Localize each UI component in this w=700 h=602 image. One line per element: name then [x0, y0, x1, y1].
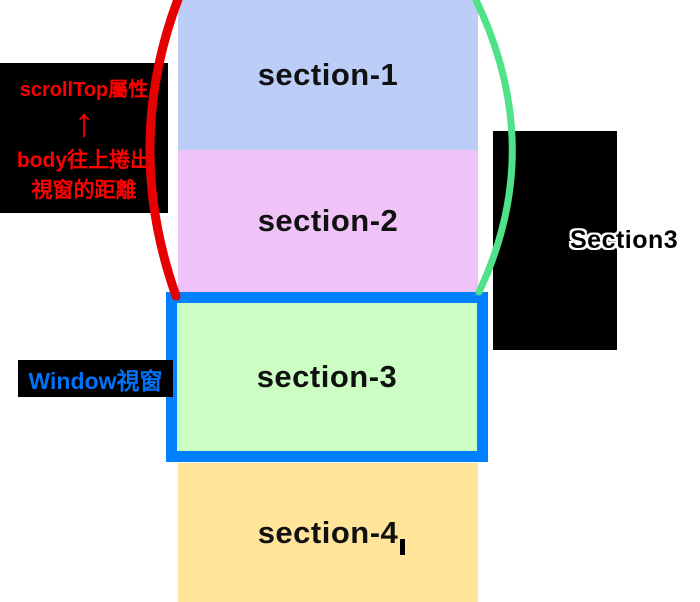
section-4-label: section-4 [257, 514, 399, 550]
section-2-label: section-2 [257, 203, 399, 238]
stray-mark [400, 539, 405, 555]
section-3-label: section-3 [256, 359, 398, 394]
window-viewport-frame: section-3 [166, 292, 488, 462]
scrolltop-desc-line2: 視窗的距離 [31, 179, 137, 202]
window-label: Window視窗 [28, 367, 163, 394]
scrolltop-callout: scrollTop屬性 ↑ body往上捲出 視窗的距離 [0, 63, 168, 213]
scrolltop-desc-line1: body往上捲出 [16, 149, 152, 172]
side-section-label: Section3 [570, 226, 679, 254]
section-2: section-2 [178, 150, 478, 292]
scrolltop-title: scrollTop屬性 [19, 79, 149, 101]
up-arrow-icon: ↑ [74, 101, 94, 145]
section-1-label: section-1 [257, 57, 399, 92]
section-1: section-1 [178, 0, 478, 150]
window-label-box: Window視窗 [18, 360, 173, 397]
section-4: section-4 [178, 463, 478, 602]
